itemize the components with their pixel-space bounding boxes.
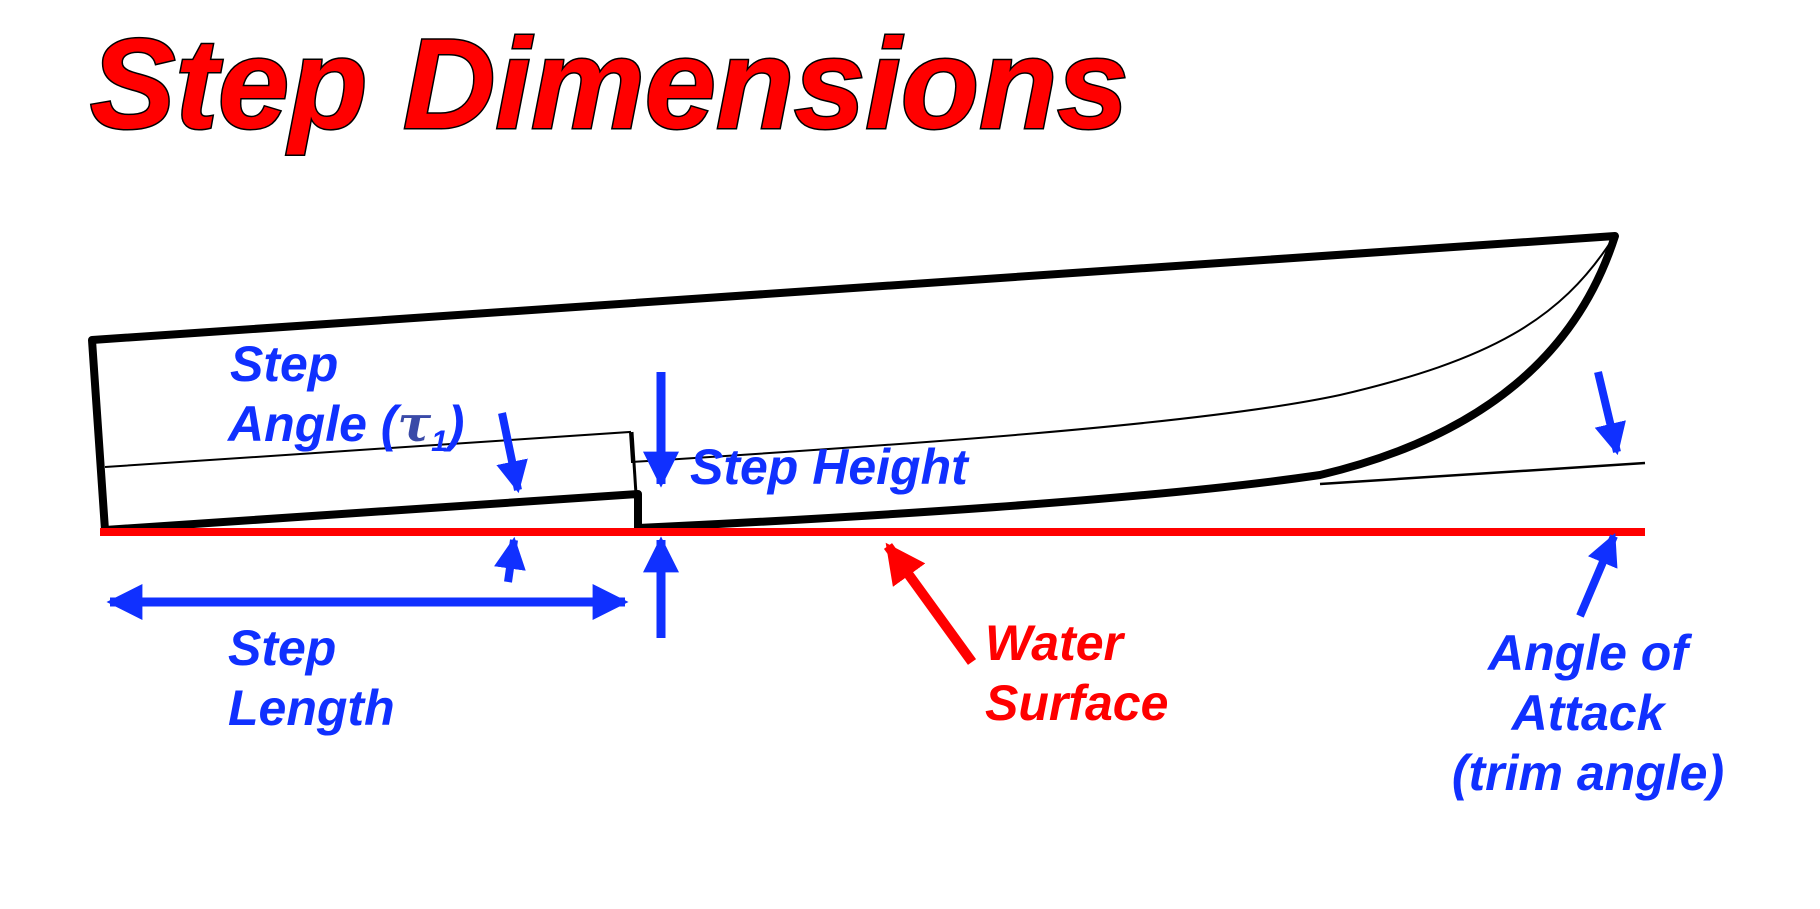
angle-of-attack-line-3: (trim angle)	[1452, 745, 1724, 801]
water-surface-arrow	[883, 542, 977, 665]
step-angle-line-1: Step	[230, 336, 338, 392]
water-surface-line-2: Surface	[985, 675, 1168, 731]
angle-of-attack-line-1: Angle of	[1486, 625, 1692, 681]
angle-of-attack-label: Angle of Attack (trim angle)	[1452, 625, 1724, 801]
step-length-line-2: Length	[228, 680, 395, 736]
water-surface-line-1: Water	[985, 615, 1126, 671]
step-angle-label: Step Angle (τ1)	[226, 336, 464, 458]
step-height-label: Step Height	[690, 439, 970, 495]
step-length-label: Step Length	[228, 620, 395, 736]
water-surface-label: Water Surface	[985, 615, 1168, 731]
page-title: Step Dimensions	[90, 13, 1128, 156]
step-angle-arrow-up	[494, 536, 526, 583]
hull-outline	[88, 232, 1619, 534]
angle-of-attack-arrow-down	[1594, 371, 1626, 456]
step-length-line-1: Step	[228, 620, 336, 676]
step-edge	[630, 431, 638, 495]
step-angle-arrow-down	[496, 412, 528, 494]
step-angle-line-2: Angle (τ1)	[226, 394, 464, 458]
angle-of-attack-line-2: Attack	[1510, 685, 1667, 741]
angle-of-attack-arrow-up	[1576, 533, 1618, 618]
tau-subscript: 1	[431, 425, 448, 458]
chine-line	[104, 239, 1613, 468]
tau-symbol: τ	[397, 394, 431, 453]
trim-reference-line	[1319, 461, 1646, 486]
